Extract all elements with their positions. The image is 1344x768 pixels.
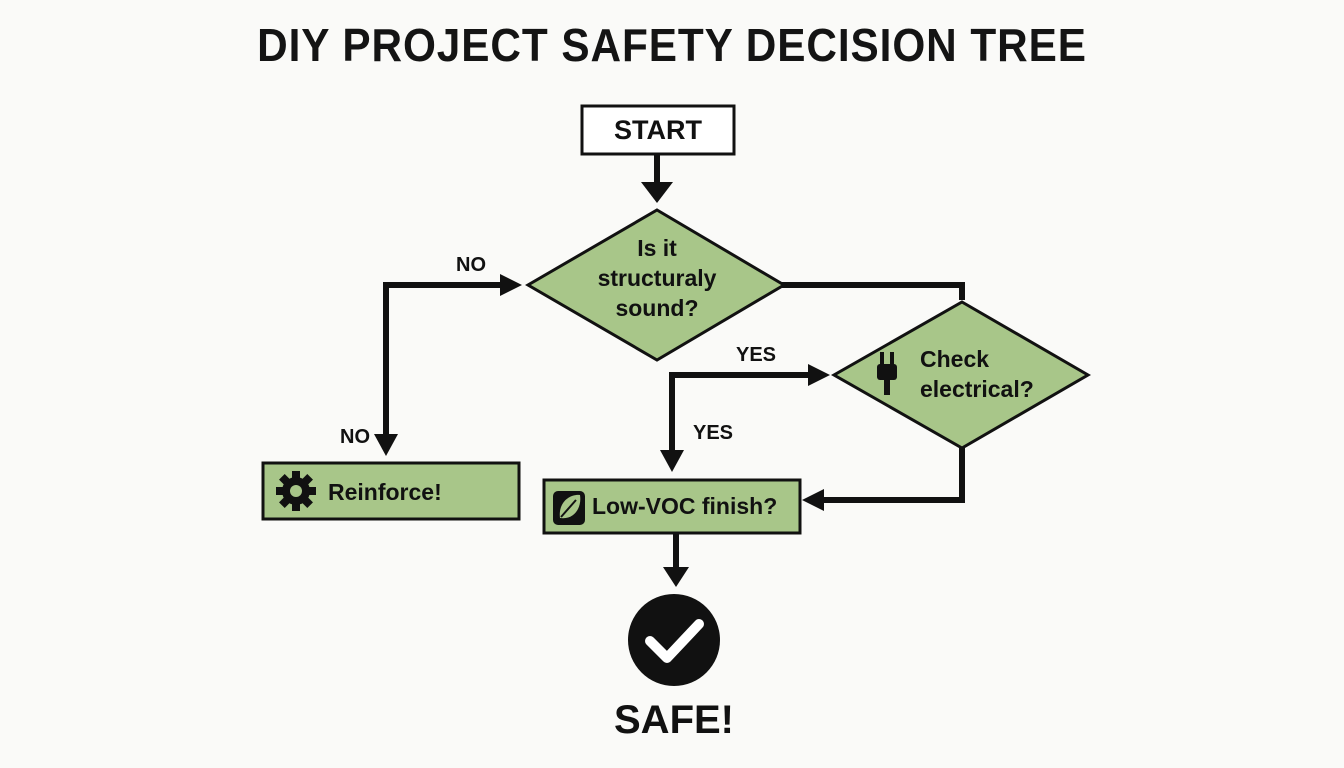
electrical-line-1: Check	[920, 346, 989, 372]
structural-line-3: sound?	[615, 295, 698, 321]
edge-start-to-structural	[641, 155, 673, 203]
electrical-line-2: electrical?	[920, 376, 1034, 402]
structural-line-1: Is it	[637, 235, 677, 261]
check-circle-icon	[628, 594, 720, 686]
reinforce-node: Reinforce!	[261, 461, 521, 521]
edge-electrical-to-finish	[802, 448, 965, 511]
edge-no-loop	[374, 274, 522, 456]
edge-label-yes-mid: YES	[693, 422, 733, 444]
finish-node: Low-VOC finish?	[542, 478, 802, 535]
electrical-decision: Check electrical?	[830, 300, 1091, 450]
finish-label: Low-VOC finish?	[592, 493, 777, 519]
start-label: START	[614, 115, 702, 145]
edge-label-no-left: NO	[340, 426, 370, 448]
structural-line-2: structuraly	[598, 265, 717, 291]
edge-label-yes-top: YES	[736, 344, 776, 366]
safe-label: SAFE!	[614, 698, 734, 742]
structural-decision: Is it structuraly sound?	[525, 208, 787, 362]
edge-yes-loop	[660, 364, 830, 472]
safe-node: SAFE!	[614, 594, 734, 742]
reinforce-label: Reinforce!	[328, 479, 442, 505]
leaf-icon	[553, 491, 585, 525]
edge-structural-to-electrical	[782, 282, 965, 300]
page-title: DIY PROJECT SAFETY DECISION TREE	[257, 19, 1087, 71]
edge-finish-to-safe	[663, 534, 689, 587]
gear-icon	[276, 471, 316, 511]
plug-icon	[877, 352, 897, 395]
start-node: START	[580, 104, 736, 156]
edge-label-no-top: NO	[456, 254, 486, 276]
